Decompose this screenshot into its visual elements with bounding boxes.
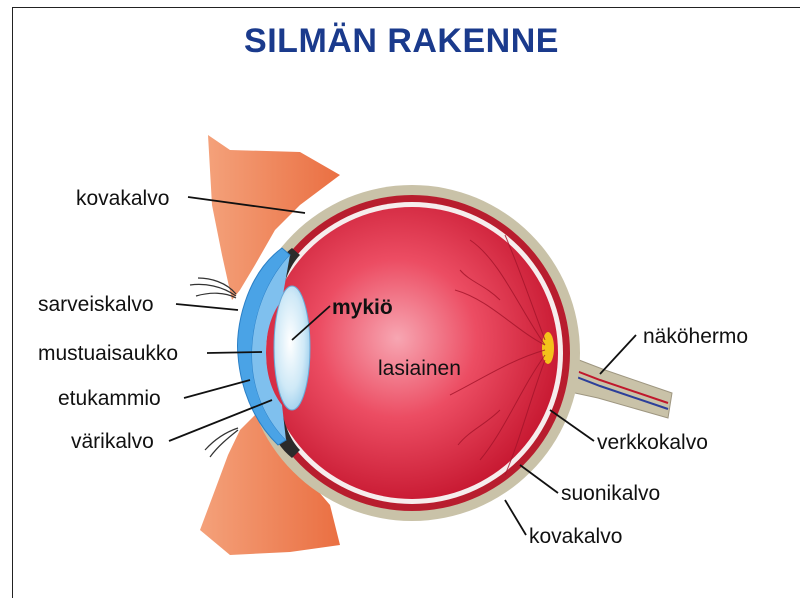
leader-kovakalvo-bottom xyxy=(505,500,526,535)
label-suonikalvo: suonikalvo xyxy=(561,482,660,505)
label-sarveiskalvo: sarveiskalvo xyxy=(38,293,154,316)
label-etukammio: etukammio xyxy=(58,387,161,410)
leader-mustuaisaukko xyxy=(207,352,262,353)
leader-sarveiskalvo xyxy=(176,304,238,310)
label-lasiainen: lasiainen xyxy=(378,357,461,380)
label-mustuaisaukko: mustuaisaukko xyxy=(38,342,178,365)
label-varikalvo: värikalvo xyxy=(71,430,154,453)
leader-suonikalvo xyxy=(520,465,558,493)
leader-etukammio xyxy=(184,380,250,398)
label-kovakalvo-top: kovakalvo xyxy=(76,187,169,210)
label-kovakalvo-bottom: kovakalvo xyxy=(529,525,622,548)
label-nakohermo: näköhermo xyxy=(643,325,748,348)
label-mykio: mykiö xyxy=(332,296,393,319)
lens xyxy=(274,286,310,410)
label-verkkokalvo: verkkokalvo xyxy=(597,431,708,454)
leader-nakohermo xyxy=(600,335,636,374)
